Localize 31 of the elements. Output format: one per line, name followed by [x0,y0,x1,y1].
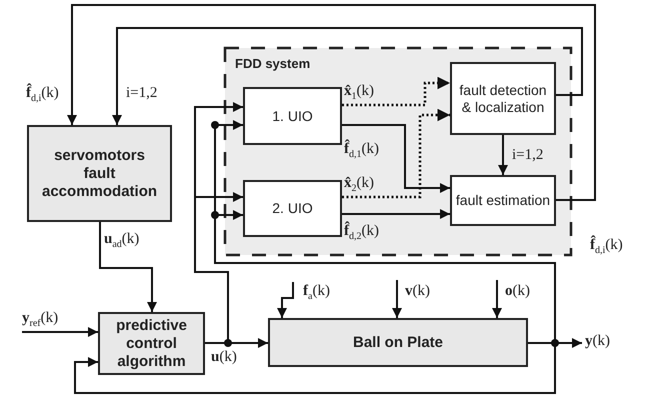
edge-label: y$_{ref}$(k) [22,311,58,329]
process-box: fault detection & localization [450,62,556,135]
dotted-arrow [342,76,450,106]
edge-label: u(k) [211,350,237,365]
process-box: Ball on Plate [268,318,528,367]
arrow [342,209,450,219]
edge-label: i=1,2 [512,148,544,163]
arrow [99,222,157,312]
arrow [22,327,98,337]
edge-label: v(k) [405,284,430,299]
band-title: FDD system [235,56,310,71]
dotted-arrow [342,108,450,198]
arrow [67,4,596,201]
edge-label: i=1,2 [126,86,158,101]
edge-label: x̂$_{2}$(k) [344,176,374,194]
arrow [112,27,583,125]
process-box: 1. UIO [243,87,342,145]
arrow [342,124,450,193]
arrow [392,280,402,318]
edge-label: y(k) [585,334,610,349]
arrow [498,135,508,175]
process-box: predictive control algorithm [98,312,205,375]
process-box: servomotors fault accommodation [27,125,172,222]
edge-label: u$_{ad}$(k) [104,232,140,250]
arrow [277,282,294,318]
edge-label: x̂$_{1}$(k) [344,84,374,102]
process-box: 2. UIO [243,180,342,237]
process-box: fault estimation [450,175,556,226]
arrow [492,280,502,318]
edge-label: f$_{a}$(k) [303,284,330,302]
edge-label: o(k) [505,284,530,299]
